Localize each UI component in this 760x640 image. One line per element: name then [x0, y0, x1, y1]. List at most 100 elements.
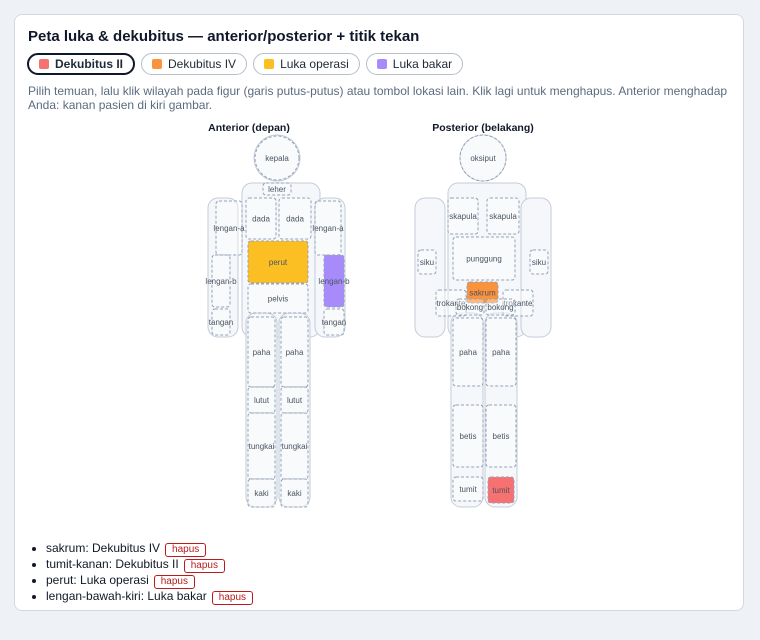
region-shape[interactable]	[529, 249, 549, 275]
region-shape[interactable]	[455, 298, 485, 316]
region-tungkai[interactable]: tungkai	[247, 412, 276, 480]
region-label: dada	[252, 215, 270, 224]
chip-luka-bakar[interactable]: Luka bakar	[365, 53, 464, 75]
region-lengan-a[interactable]: lengan-a	[213, 200, 245, 256]
region-shape[interactable]	[262, 182, 292, 196]
region-kaki[interactable]: kaki	[280, 478, 309, 508]
region-shape[interactable]	[247, 240, 309, 284]
region-shape[interactable]	[452, 317, 484, 387]
region-shape[interactable]	[502, 289, 534, 317]
region-kepala[interactable]: kepala	[254, 135, 300, 181]
region-oksiput[interactable]: oksiput	[459, 134, 507, 182]
region-paha[interactable]: paha	[247, 316, 276, 388]
region-shape[interactable]	[452, 476, 484, 502]
region-leher[interactable]: leher	[262, 182, 292, 196]
region-skapula[interactable]: skapula	[486, 197, 520, 235]
chip-dekubitus-ii[interactable]: Dekubitus II	[27, 53, 136, 75]
region-shape[interactable]	[323, 254, 345, 308]
region-shape[interactable]	[278, 197, 312, 240]
chip-luka-operasi[interactable]: Luka operasi	[253, 53, 360, 75]
region-shape[interactable]	[459, 134, 507, 182]
region-shape[interactable]	[247, 283, 309, 314]
region-tangan[interactable]: tangan	[209, 308, 233, 336]
posterior-title: Posterior (belakang)	[432, 122, 534, 134]
finding-text: tumit-kanan: Dekubitus II	[46, 557, 179, 571]
region-shape[interactable]	[417, 249, 437, 275]
region-lutut[interactable]: lutut	[247, 386, 276, 414]
region-trokante[interactable]: trokante	[502, 289, 534, 317]
region-dada[interactable]: dada	[278, 197, 312, 240]
region-label: kepala	[265, 154, 289, 163]
region-shape[interactable]	[215, 200, 243, 256]
wound-map-card: Peta luka & dekubitus — anterior/posteri…	[14, 14, 744, 611]
region-shape[interactable]	[280, 316, 309, 388]
region-bokong[interactable]: bokong	[455, 298, 485, 316]
region-shape[interactable]	[485, 404, 517, 468]
region-label: bokong	[457, 303, 483, 312]
chip-dekubitus-iv[interactable]: Dekubitus IV	[141, 53, 248, 75]
list-item: tumit-kanan: Dekubitus II hapus	[46, 557, 253, 573]
region-shape[interactable]	[254, 135, 300, 181]
region-sakrum[interactable]: sakrum	[466, 281, 499, 304]
region-trokante[interactable]: trokante	[435, 289, 467, 317]
region-lengan-a[interactable]: lengan-a	[312, 200, 344, 256]
region-shape[interactable]	[466, 281, 499, 304]
region-shape[interactable]	[435, 289, 467, 317]
region-label: perut	[269, 258, 288, 267]
region-shape[interactable]	[447, 197, 479, 235]
region-perut[interactable]: perut	[247, 240, 309, 284]
region-skapula[interactable]: skapula	[447, 197, 479, 235]
region-shape[interactable]	[280, 478, 309, 508]
region-shape[interactable]	[487, 476, 515, 504]
region-shape[interactable]	[247, 478, 276, 508]
region-tangan[interactable]: tangan	[322, 308, 346, 336]
region-shape[interactable]	[211, 308, 231, 336]
region-tungkai[interactable]: tungkai	[280, 412, 309, 480]
region-pelvis[interactable]: pelvis	[247, 283, 309, 314]
color-swatch	[376, 59, 387, 69]
region-shape[interactable]	[485, 317, 517, 387]
region-punggung[interactable]: punggung	[452, 236, 516, 281]
region-kaki[interactable]: kaki	[247, 478, 276, 508]
region-siku[interactable]: siku	[417, 249, 437, 275]
region-label: lengan-b	[318, 277, 350, 286]
region-tumit[interactable]: tumit	[452, 476, 484, 502]
body-figures: Anterior (depan) Posterior (belakang) ke…	[205, 122, 552, 508]
region-lengan-b[interactable]: lengan-b	[318, 254, 350, 308]
region-shape[interactable]	[211, 254, 231, 308]
region-label: leher	[268, 185, 286, 194]
region-label: trokante	[504, 299, 533, 308]
region-betis[interactable]: betis	[452, 404, 484, 468]
region-paha[interactable]: paha	[280, 316, 309, 388]
region-shape[interactable]	[323, 308, 345, 336]
region-shape[interactable]	[486, 197, 520, 235]
region-bokong[interactable]: bokong	[485, 298, 516, 316]
chip-label: Dekubitus II	[55, 57, 124, 71]
delete-button[interactable]: hapus	[183, 559, 225, 573]
region-lutut[interactable]: lutut	[280, 386, 309, 414]
region-betis[interactable]: betis	[485, 404, 517, 468]
region-siku[interactable]: siku	[529, 249, 549, 275]
region-dada[interactable]: dada	[245, 197, 277, 240]
region-shape[interactable]	[485, 298, 516, 316]
region-paha[interactable]: paha	[485, 317, 517, 387]
region-shape[interactable]	[247, 316, 276, 388]
region-shape[interactable]	[452, 404, 484, 468]
region-label: dada	[286, 215, 304, 224]
anterior-regions: kepala leher dada dada lengan-a lengan-a perut…	[205, 135, 350, 508]
region-label: pelvis	[268, 295, 288, 304]
delete-button[interactable]: hapus	[211, 591, 254, 605]
region-shape[interactable]	[245, 197, 277, 240]
delete-button[interactable]: hapus	[153, 575, 195, 589]
region-label: bokong	[487, 303, 513, 312]
region-label: paha	[253, 348, 271, 357]
region-label: tungkai	[249, 442, 275, 451]
delete-button[interactable]: hapus	[165, 543, 207, 557]
region-shape[interactable]	[452, 236, 516, 281]
region-lengan-b[interactable]: lengan-b	[205, 254, 237, 308]
region-tumit[interactable]: tumit	[487, 476, 515, 504]
chip-label: Dekubitus IV	[168, 57, 237, 71]
region-paha[interactable]: paha	[452, 317, 484, 387]
